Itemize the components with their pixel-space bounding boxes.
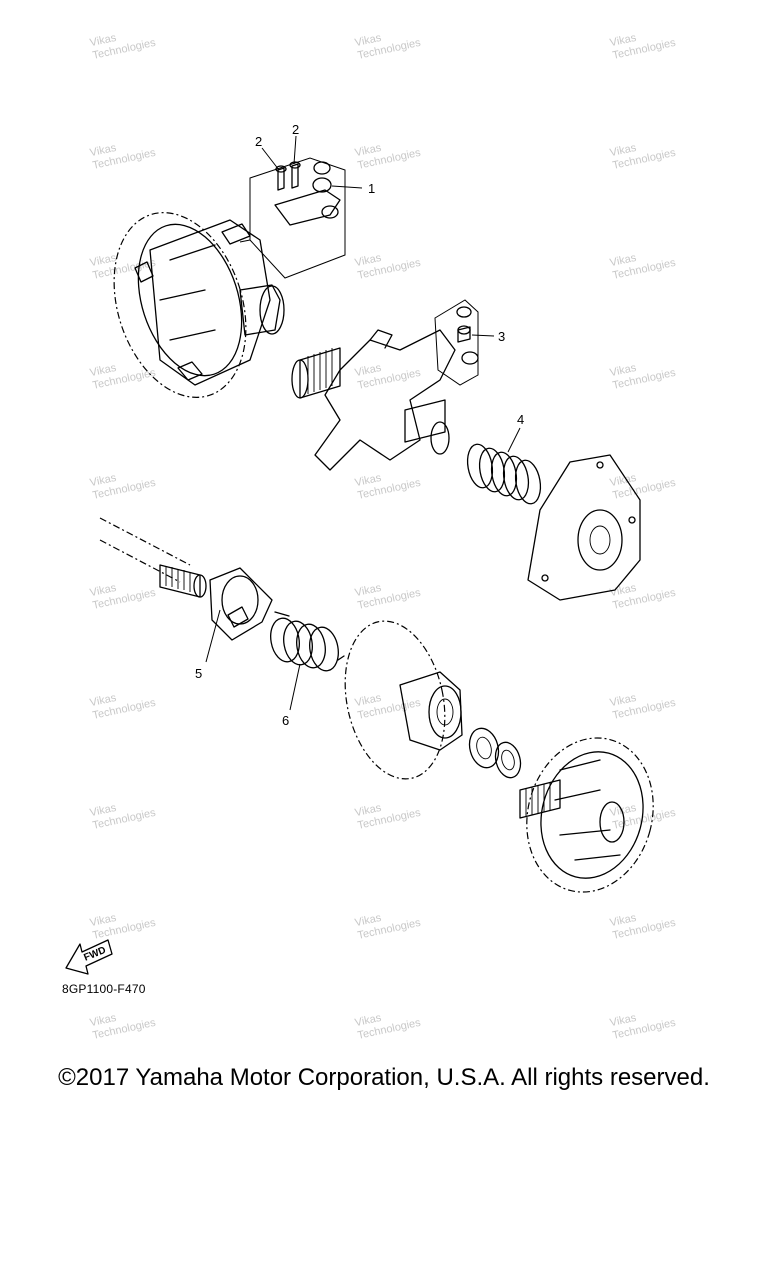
svg-text:Vikas: Vikas: [609, 582, 638, 599]
primary-cover: [527, 454, 641, 601]
svg-text:Vikas: Vikas: [609, 252, 638, 269]
svg-text:Vikas: Vikas: [609, 142, 638, 159]
svg-text:Vikas: Vikas: [354, 472, 383, 489]
svg-text:Vikas: Vikas: [89, 252, 118, 269]
svg-text:Vikas: Vikas: [354, 32, 383, 49]
callout-2-right: 2: [292, 122, 299, 137]
fwd-label: FWD: [82, 945, 107, 964]
svg-text:Vikas: Vikas: [89, 32, 118, 49]
primary-fixed-sheave: [113, 212, 285, 398]
svg-text:Vikas: Vikas: [354, 362, 383, 379]
diagram-code: 8GP1100-F470: [62, 982, 146, 996]
secondary-spring: [270, 611, 345, 672]
svg-text:Vikas: Vikas: [609, 362, 638, 379]
svg-text:Vikas: Vikas: [609, 802, 638, 819]
primary-spring: [466, 443, 542, 505]
svg-text:Vikas: Vikas: [89, 582, 118, 599]
svg-text:Vikas: Vikas: [89, 142, 118, 159]
torque-cam: [209, 567, 273, 641]
svg-text:Vikas: Vikas: [354, 142, 383, 159]
leader-lines: [205, 135, 521, 711]
weight-bracket-group: [239, 157, 346, 279]
shim-washers: [468, 727, 522, 779]
svg-text:Vikas: Vikas: [609, 32, 638, 49]
copyright-notice: ©2017 Yamaha Motor Corporation, U.S.A. A…: [58, 1064, 710, 1091]
svg-text:Vikas: Vikas: [609, 1012, 638, 1029]
callout-1: 1: [368, 181, 375, 196]
svg-text:Vikas: Vikas: [354, 692, 383, 709]
callout-2-left: 2: [255, 134, 262, 149]
secondary-movable-sheave: [344, 620, 463, 780]
callout-5: 5: [195, 666, 202, 681]
svg-text:Vikas: Vikas: [354, 1012, 383, 1029]
svg-text:Vikas: Vikas: [354, 252, 383, 269]
svg-text:Vikas: Vikas: [89, 802, 118, 819]
svg-text:Vikas: Vikas: [354, 912, 383, 929]
roller-bracket-group: [434, 299, 479, 386]
secondary-shaft: [99, 517, 207, 598]
primary-spider: [291, 329, 456, 471]
callout-4: 4: [517, 412, 524, 427]
secondary-fixed-sheave: [519, 737, 654, 893]
svg-text:Vikas: Vikas: [609, 692, 638, 709]
svg-text:Vikas: Vikas: [89, 912, 118, 929]
svg-text:Vikas: Vikas: [89, 1012, 118, 1029]
svg-text:Vikas: Vikas: [89, 472, 118, 489]
svg-text:Vikas: Vikas: [89, 692, 118, 709]
forward-arrow-icon: FWD: [65, 939, 113, 975]
svg-text:Vikas: Vikas: [89, 362, 118, 379]
callouts: 2 2 1 3 4 5 6: [195, 122, 524, 728]
svg-text:Vikas: Vikas: [354, 582, 383, 599]
callout-3: 3: [498, 329, 505, 344]
svg-text:Vikas: Vikas: [609, 912, 638, 929]
svg-text:Vikas: Vikas: [354, 802, 383, 819]
callout-6: 6: [282, 713, 289, 728]
